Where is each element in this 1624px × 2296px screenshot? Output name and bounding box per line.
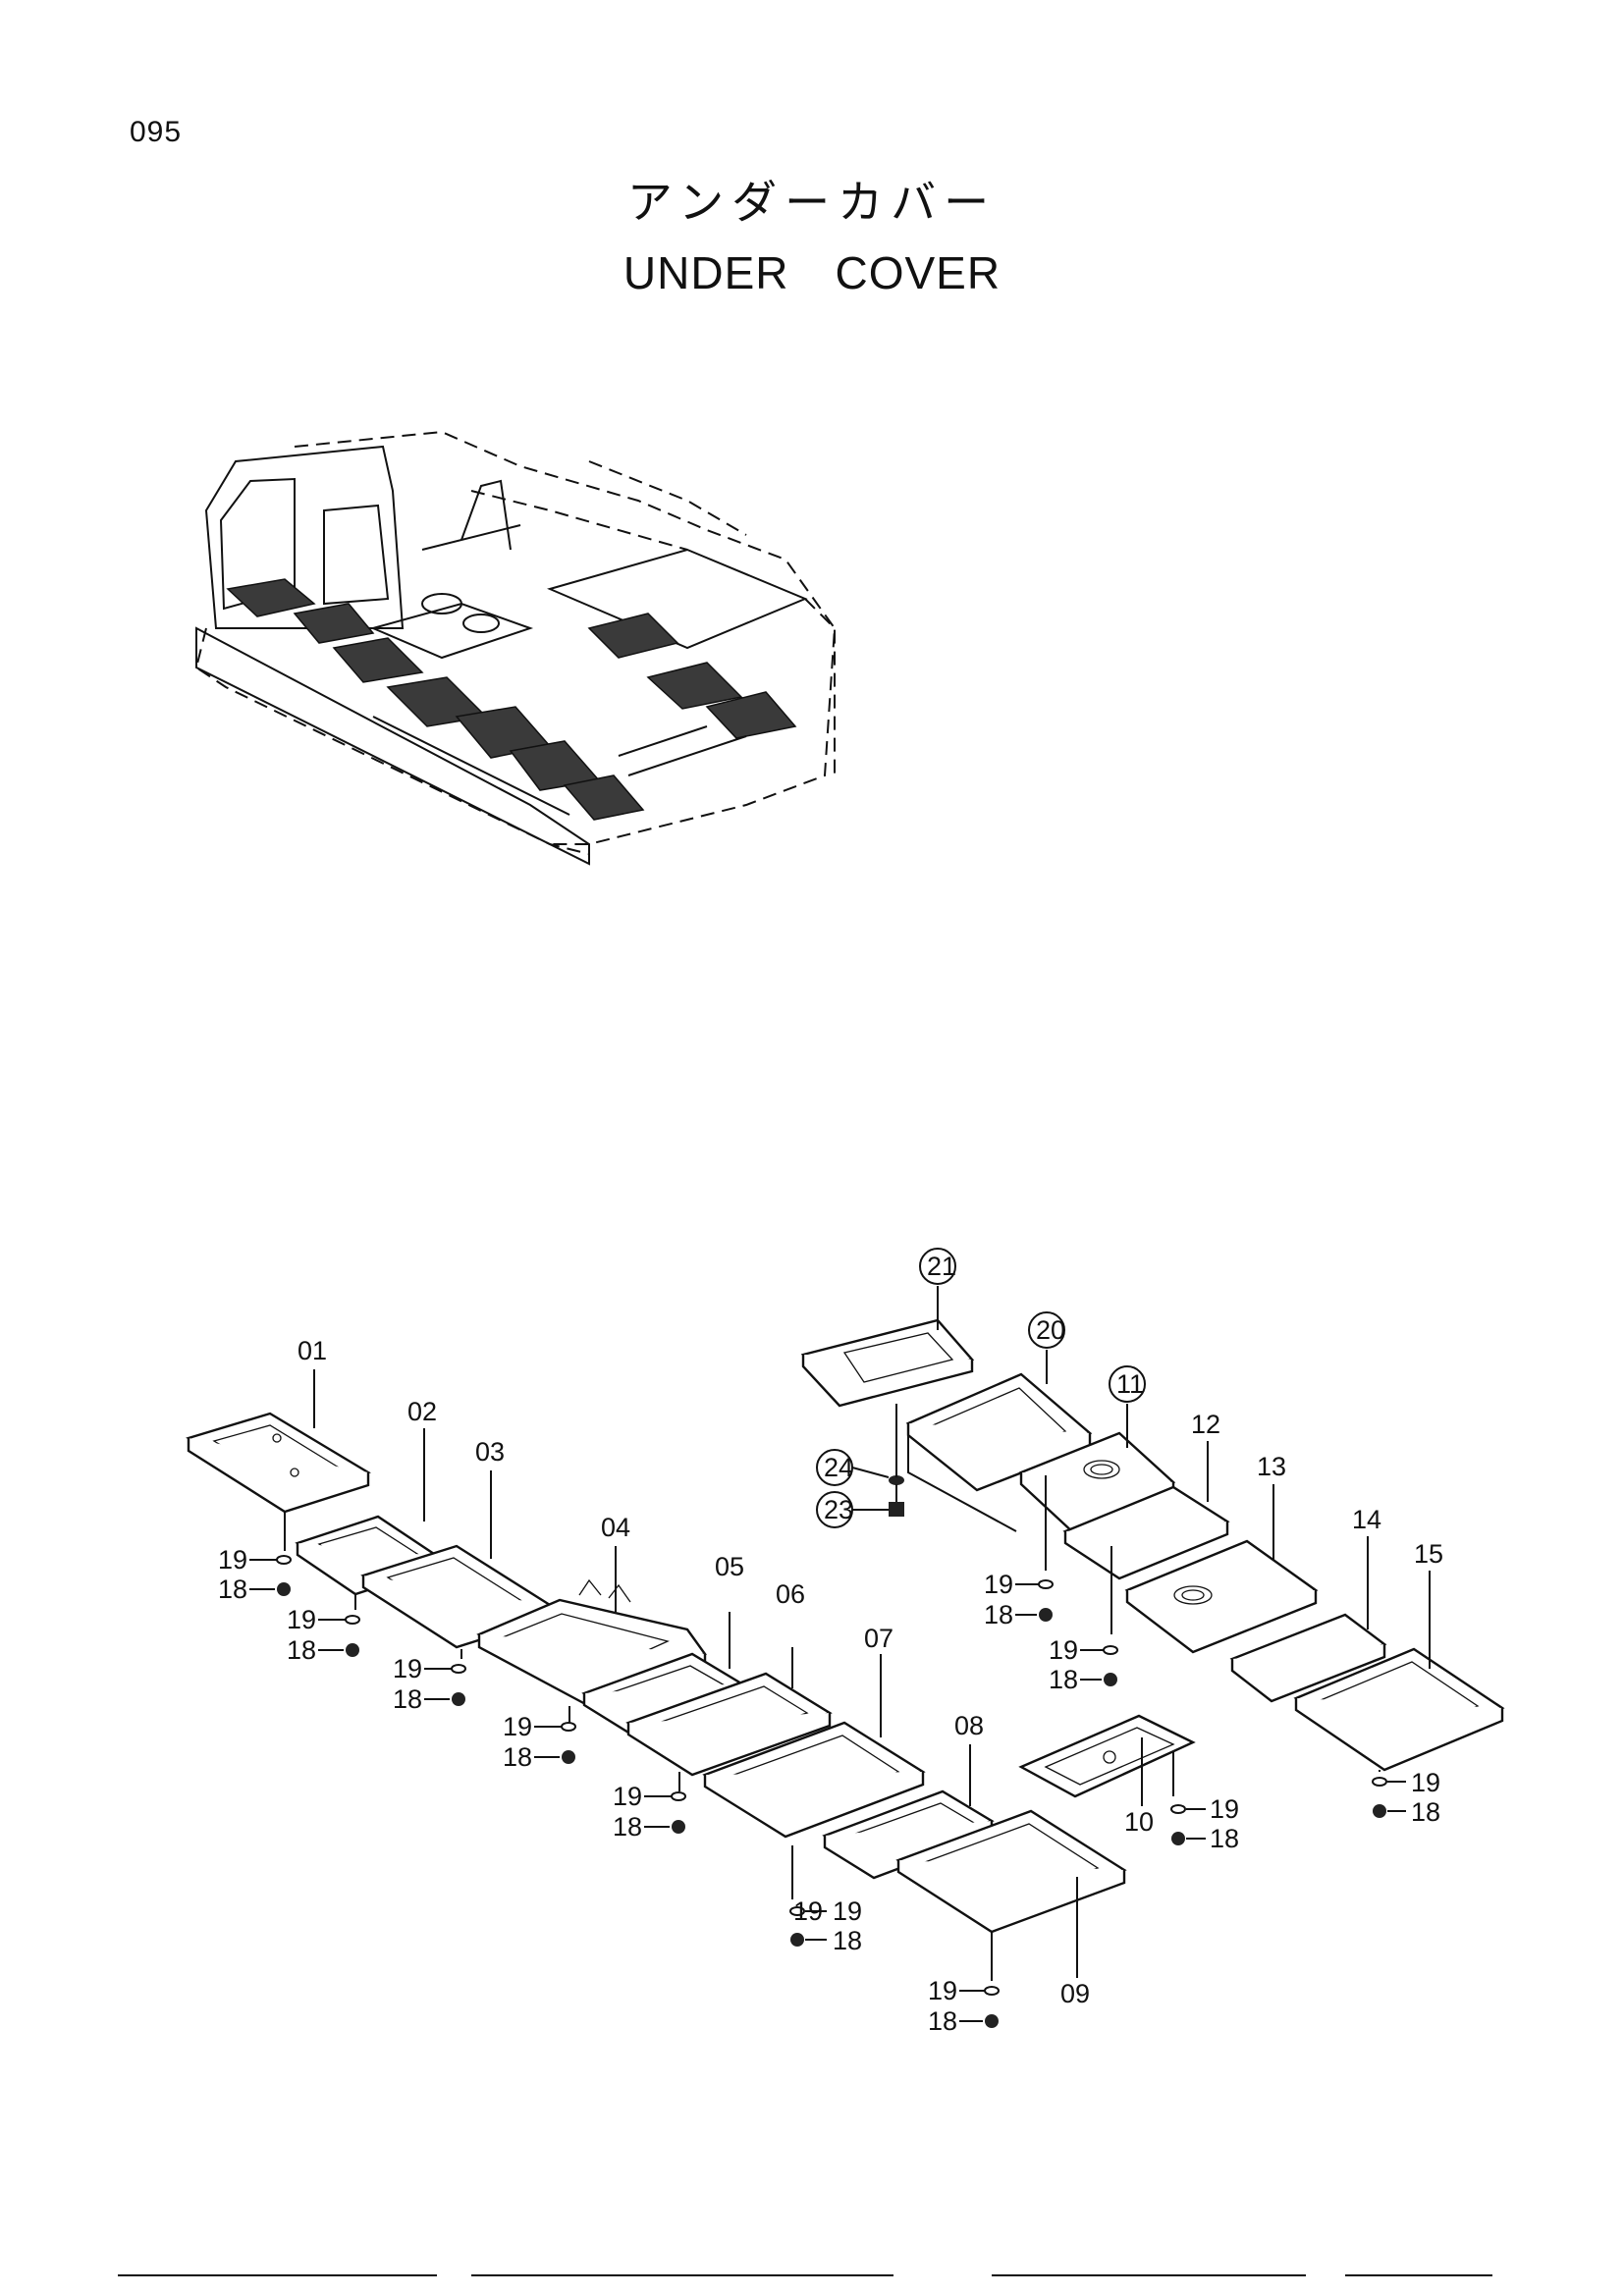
fastener-set-09: 19 18 xyxy=(928,1932,1000,2036)
part-label-14: 14 xyxy=(1352,1505,1381,1534)
plate-20 xyxy=(905,1372,1093,1532)
fastener-set-02: 19 18 xyxy=(287,1594,360,1665)
bolt-icon xyxy=(889,1475,904,1517)
page-title-japanese: アンダーカバー xyxy=(626,176,998,229)
page-number: 095 xyxy=(130,116,183,148)
washer-label: 19 xyxy=(928,1976,957,2005)
fastener-set-05: 19 18 xyxy=(613,1772,686,1842)
part-label-21: 21 xyxy=(927,1252,956,1281)
bolt-label: 18 xyxy=(393,1684,422,1714)
machine-overview-illustration xyxy=(194,430,837,866)
fastener-set-01: 19 18 xyxy=(218,1512,292,1604)
plate-07 xyxy=(702,1721,926,1839)
washer-label: 19 xyxy=(613,1782,642,1811)
plate-08 xyxy=(822,1789,995,1880)
part-label-02: 02 xyxy=(407,1397,437,1426)
bolt-label: 18 xyxy=(218,1575,247,1604)
plate-11 xyxy=(1018,1431,1176,1536)
plate-10 xyxy=(1018,1714,1196,1798)
fastener-set-04: 19 18 xyxy=(503,1706,576,1772)
part-label-20: 20 xyxy=(1036,1315,1065,1345)
part-label-06: 06 xyxy=(776,1579,805,1609)
bolt-label: 18 xyxy=(1049,1665,1078,1694)
fastener-set-06: 19 18 xyxy=(984,1475,1054,1629)
fastener-set-10: 19 18 xyxy=(1170,1752,1239,1853)
plate-21 xyxy=(800,1318,975,1408)
part-label-11: 11 xyxy=(1116,1369,1144,1399)
washer-label-right: 19 xyxy=(833,1896,862,1926)
washer-label: 19 xyxy=(1411,1768,1440,1797)
plate-12 xyxy=(1062,1485,1230,1580)
part-label-24: 24 xyxy=(824,1453,853,1482)
part-label-05: 05 xyxy=(715,1552,744,1581)
washer-label: 19 xyxy=(984,1570,1013,1599)
washer-label: 19 xyxy=(287,1605,316,1634)
part-label-15: 15 xyxy=(1414,1539,1443,1569)
plate-15 xyxy=(1293,1647,1505,1772)
fastener-set-07: 19 18 xyxy=(1049,1546,1118,1694)
part-label-10: 10 xyxy=(1124,1807,1154,1837)
bolt-label: 18 xyxy=(928,2006,957,2036)
washer-label: 19 xyxy=(503,1712,532,1741)
exploded-parts-view: 01 02 03 04 05 06 07 08 09 10 11 12 13 1… xyxy=(186,1248,1505,2036)
fastener-set-08: 19 19 18 xyxy=(789,1845,862,1955)
part-label-23: 23 xyxy=(824,1495,853,1524)
bolt-label: 18 xyxy=(613,1812,642,1842)
washer-label: 19 xyxy=(393,1654,422,1683)
page-title-english: UNDER COVER xyxy=(623,247,1001,298)
part-label-01: 01 xyxy=(298,1336,327,1365)
bolt-label: 18 xyxy=(1411,1797,1440,1827)
part-label-04: 04 xyxy=(601,1513,630,1542)
fastener-set-03: 19 18 xyxy=(393,1649,466,1714)
part-label-03: 03 xyxy=(475,1437,505,1467)
plate-01 xyxy=(186,1412,371,1514)
bolt-label: 18 xyxy=(833,1926,862,1955)
plate-14 xyxy=(1229,1613,1387,1703)
washer-label: 19 xyxy=(1049,1635,1078,1665)
part-label-09: 09 xyxy=(1060,1979,1090,2008)
part-label-13: 13 xyxy=(1257,1452,1286,1481)
washer-label: 19 xyxy=(1210,1794,1239,1824)
plate-06 xyxy=(625,1672,833,1777)
fastener-set-15: 19 18 xyxy=(1372,1768,1440,1827)
part-label-08: 08 xyxy=(954,1711,984,1740)
part-label-07: 07 xyxy=(864,1624,893,1653)
bolt-label: 18 xyxy=(287,1635,316,1665)
bolt-label: 18 xyxy=(1210,1824,1239,1853)
part-label-12: 12 xyxy=(1191,1410,1220,1439)
bolt-label: 18 xyxy=(503,1742,532,1772)
bolt-label: 18 xyxy=(984,1600,1013,1629)
plate-13 xyxy=(1124,1539,1319,1654)
washer-label: 19 xyxy=(218,1545,247,1575)
